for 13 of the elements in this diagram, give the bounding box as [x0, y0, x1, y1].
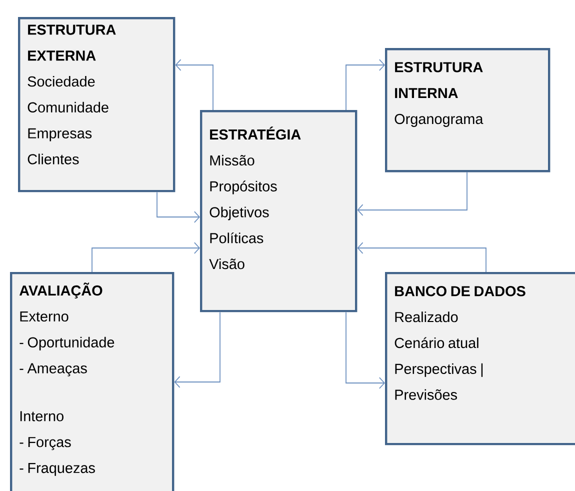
arrow — [175, 59, 214, 110]
arrow — [92, 242, 200, 272]
arrow — [357, 172, 468, 216]
text-box: ESTRATÉGIA Missão Propósitos Objetivos Políticas Visão — [200, 110, 358, 312]
text-box: ESTRUTURA INTERNA Organograma — [385, 48, 550, 172]
arrow — [346, 312, 385, 389]
arrow — [346, 59, 385, 110]
arrow — [156, 192, 200, 223]
text-box: BANCO DE DADOS Realizado Cenário atual Perspectivas | Previsões — [385, 272, 575, 446]
text-box: AVALIAÇÃO Externo - Oportunidade - Ameaças Interno - Forças - Fraquezas — [10, 272, 174, 491]
arrow — [357, 242, 486, 272]
arrow — [174, 312, 220, 388]
text-box: ESTRUTURA EXTERNA Sociedade Comunidade Empresas Clientes — [18, 17, 176, 192]
